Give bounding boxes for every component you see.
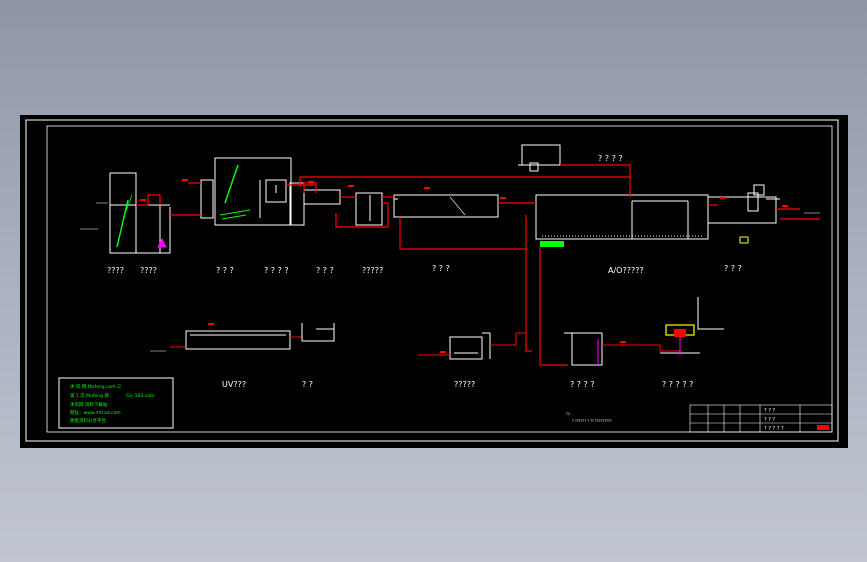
svg-text:沐 风 网 Mufeng.com 三: 沐 风 网 Mufeng.com 三 [70,383,122,390]
label-4: ? ? ? ? [264,266,289,275]
svg-text:图纸资料分享平台: 图纸资料分享平台 [70,417,106,424]
screen-bar [116,199,129,248]
elevation-marks [80,202,820,352]
main-pipe-network [136,164,820,366]
label-10: ? ? ? ? [598,154,623,163]
title-block-stamp [817,425,829,430]
level-sensor [739,236,749,244]
stair-line [224,164,239,204]
pipe-tags [140,179,788,353]
label-grit: ???? [140,266,157,275]
label-9: ? ? ? [724,264,742,273]
note-text: ? ?????? ? ?? ????????? [572,419,612,423]
note-marker: ?1 [566,412,570,416]
label-13: ????? [454,380,475,389]
label-14: ? ? ? ? [570,380,595,389]
press-feed [602,344,680,352]
conditioning-tank [200,157,292,226]
svg-text:网址：www.mfcad.com: 网址：www.mfcad.com [70,409,121,416]
label-screen: ???? [107,266,124,275]
inner-frame [46,125,833,433]
svg-text:第 1 次 Mufeng 建: 第 1 次 Mufeng 建 [70,392,109,399]
title-block [689,404,833,433]
label-uv: UV??? [222,380,246,389]
uv-channel [185,330,291,350]
cad-drawing-sheet: ???? ???? ? ? ? ? ? ? ? ? ? ? ????? ? ? … [20,115,848,448]
label-12: ? ? [302,380,313,389]
label-15: ? ? ? ? ? [662,380,693,389]
inclined-plate [449,196,466,216]
sludge-thickener [449,332,491,360]
screen-hoist [125,194,133,212]
label-5: ? ? ? [316,266,334,275]
pump-symbol [157,237,167,248]
clarifier [707,184,780,224]
outer-frame [25,119,839,442]
process-flow-diagram: ???? ???? ? ? ? ? ? ? ? ? ? ? ????? ? ? … [25,119,839,442]
hydrolysis-tank [289,182,499,226]
outfall-well [301,323,335,342]
label-6: ????? [362,266,383,275]
svg-text:沐风网 资料下载站: 沐风网 资料下载站 [70,401,108,408]
conveyor [219,209,251,216]
blower-tag [540,241,564,247]
blower-room [518,144,566,172]
press-motor [674,329,686,337]
title-block-row2: ? ? ? [764,417,775,423]
thickener-pipe [490,332,526,346]
watermark-stamp: 沐 风 网 Mufeng.com 三 第 1 次 Mufeng 建 Co. 16… [58,377,174,429]
ao-tank [535,194,709,240]
svg-text:Co. 163.com: Co. 163.com [126,393,154,399]
conveyor-2 [221,214,247,220]
title-block-row3: ? ? ? ? ? [764,426,784,432]
label-ao: A/O????? [608,266,644,275]
label-3: ? ? ? [216,266,234,275]
title-block-row1: ? ? ? [764,408,775,414]
label-7: ? ? ? [432,264,450,273]
sludge-tank [564,332,603,366]
